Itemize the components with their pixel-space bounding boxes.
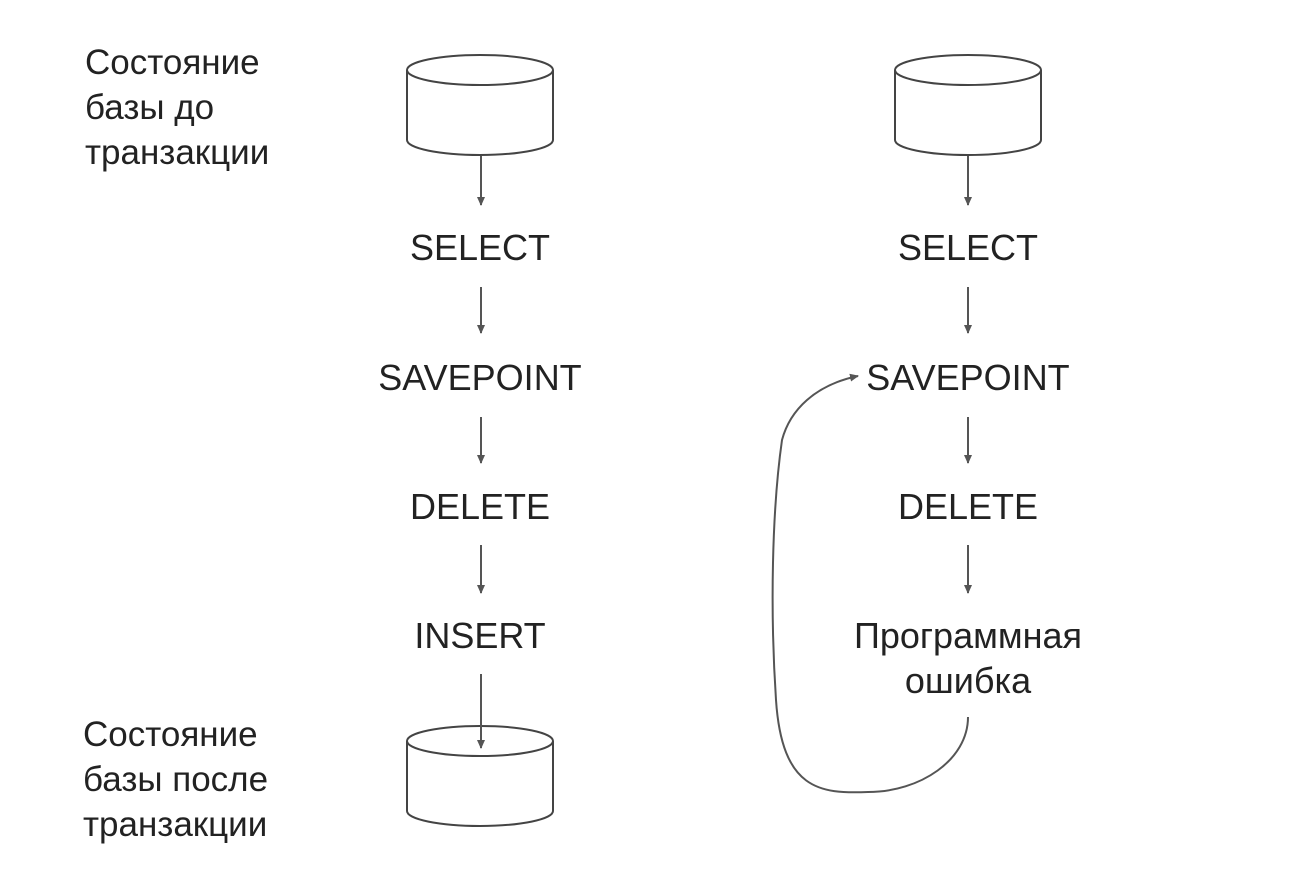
label-state-after: Состояние базы после транзакции <box>83 715 269 844</box>
left-step-delete: DELETE <box>409 486 551 527</box>
label-state-before: Состояние базы до транзакции <box>85 43 270 172</box>
right-step-select: SELECT <box>897 227 1039 268</box>
left-step-insert: INSERT <box>414 615 546 656</box>
left-step-select: SELECT <box>409 227 551 268</box>
left-database-before-icon <box>406 54 554 156</box>
right-step-delete: DELETE <box>897 486 1039 527</box>
right-database-before-icon <box>894 54 1042 156</box>
right-step-savepoint: SAVEPOINT <box>866 357 1070 398</box>
right-step-program-error: Программная ошибка <box>854 615 1082 701</box>
rollback-to-savepoint-arrow <box>771 373 969 794</box>
left-step-savepoint: SAVEPOINT <box>378 357 582 398</box>
